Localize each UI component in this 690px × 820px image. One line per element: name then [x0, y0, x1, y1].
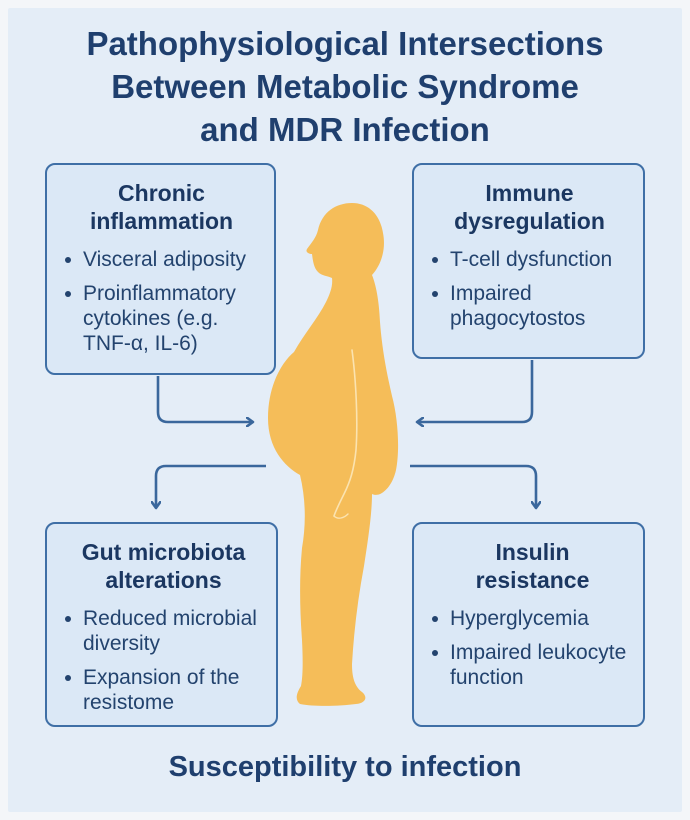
chronic-inflammation-box: Chronic inflammation Visceral adiposity …	[45, 163, 276, 375]
list-item-text: Impaired	[450, 282, 532, 305]
box-title-line: dysregulation	[454, 208, 605, 234]
arrow-from-immune	[418, 360, 534, 422]
title-line-1: Pathophysiological Intersections	[86, 25, 604, 62]
list-item-text: TNF-α, IL-6)	[83, 332, 198, 355]
arrows	[156, 360, 536, 507]
list-item-text: Reduced microbial	[83, 607, 257, 630]
list-item-text: Expansion of the	[83, 666, 240, 689]
list-item: T-cell dysfunction	[428, 247, 631, 272]
box-title: Immune dysregulation	[428, 179, 631, 235]
insulin-resistance-box: Insulin resistance Hyperglycemia Impaire…	[412, 522, 645, 727]
list-item-text: phagocytostos	[450, 307, 586, 330]
box-title-line: resistance	[475, 567, 590, 593]
diagram-title: Pathophysiological Intersections Between…	[0, 22, 690, 151]
box-title-line: Insulin	[495, 539, 570, 565]
list-item-text: diversity	[83, 632, 161, 655]
list-item-text: Proinflammatory	[83, 282, 236, 305]
list-item-text: T-cell dysfunction	[450, 248, 613, 271]
list-item: Impaired phagocytostos	[428, 281, 631, 331]
list-item: Visceral adiposity	[61, 247, 262, 272]
box-title-line: alterations	[105, 567, 222, 593]
bullet-list: Hyperglycemia Impaired leukocyte functio…	[428, 606, 637, 690]
arrow-from-inflammation	[156, 376, 252, 422]
title-line-3: and MDR Infection	[200, 111, 490, 148]
box-title-line: Gut microbiota	[81, 539, 246, 565]
title-line-2: Between Metabolic Syndrome	[111, 68, 579, 105]
list-item: Impaired leukocyte function	[428, 640, 637, 690]
immune-dysregulation-box: Immune dysregulation T-cell dysfunction …	[412, 163, 645, 359]
box-title-line: Chronic	[118, 180, 205, 206]
list-item-text: function	[450, 666, 524, 689]
box-title: Gut microbiota alterations	[61, 538, 266, 594]
arrow-to-microbiota	[156, 464, 266, 507]
list-item-text: resistome	[83, 691, 175, 714]
human-silhouette-icon	[268, 203, 399, 706]
list-item: Hyperglycemia	[428, 606, 637, 631]
list-item-text: cytokines (e.g.	[83, 307, 219, 330]
list-item: Expansion of the resistome	[61, 665, 266, 715]
box-title: Insulin resistance	[428, 538, 637, 594]
bullet-list: T-cell dysfunction Impaired phagocytosto…	[428, 247, 631, 331]
list-item: Proinflammatory cytokines (e.g. TNF-α, I…	[61, 281, 262, 356]
footer-caption: Susceptibility to infection	[168, 751, 522, 783]
list-item-text: Hyperglycemia	[450, 607, 589, 630]
list-item: Reduced microbial diversity	[61, 606, 266, 656]
box-title: Chronic inflammation	[61, 179, 262, 235]
bullet-list: Visceral adiposity Proinflammatory cytok…	[61, 247, 262, 356]
bullet-list: Reduced microbial diversity Expansion of…	[61, 606, 266, 715]
arrow-to-insulin	[410, 464, 536, 507]
box-title-line: inflammation	[89, 208, 234, 234]
gut-microbiota-box: Gut microbiota alterations Reduced micro…	[45, 522, 278, 727]
list-item-text: Visceral adiposity	[83, 248, 247, 271]
box-title-line: Immune	[485, 180, 574, 206]
list-item-text: Impaired leukocyte	[450, 641, 627, 664]
